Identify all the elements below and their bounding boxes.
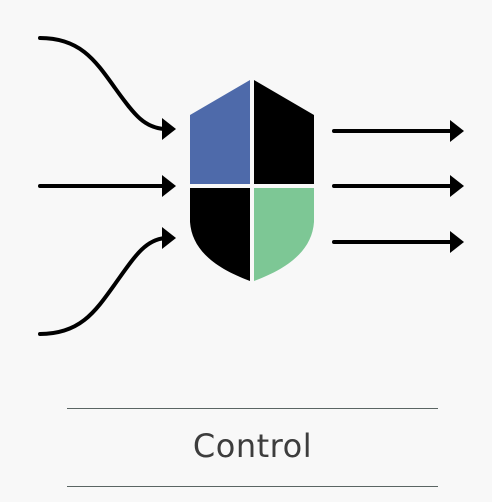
shield-icon bbox=[190, 80, 314, 281]
input-arrow-top bbox=[38, 36, 167, 131]
caption-divider-bottom bbox=[67, 486, 438, 487]
shield-quadrant-top-right bbox=[254, 80, 314, 184]
output-arrows bbox=[332, 129, 452, 244]
arrowhead-icon bbox=[162, 175, 176, 197]
shield-quadrant-bottom-right bbox=[254, 188, 314, 281]
arrowhead-icon bbox=[162, 118, 176, 140]
input-arrows bbox=[38, 36, 167, 336]
output-arrowheads bbox=[450, 120, 464, 253]
shield-quadrant-top-left bbox=[190, 80, 250, 184]
caption-divider-top bbox=[67, 408, 438, 409]
diagram-caption: Control bbox=[192, 427, 313, 465]
arrowhead-icon bbox=[450, 175, 464, 197]
shield-quadrant-bottom-left bbox=[190, 188, 250, 281]
arrowhead-icon bbox=[450, 231, 464, 253]
arrowhead-icon bbox=[162, 227, 176, 249]
arrowhead-icon bbox=[450, 120, 464, 142]
input-arrow-bottom bbox=[38, 236, 167, 336]
input-arrowheads bbox=[162, 118, 176, 249]
